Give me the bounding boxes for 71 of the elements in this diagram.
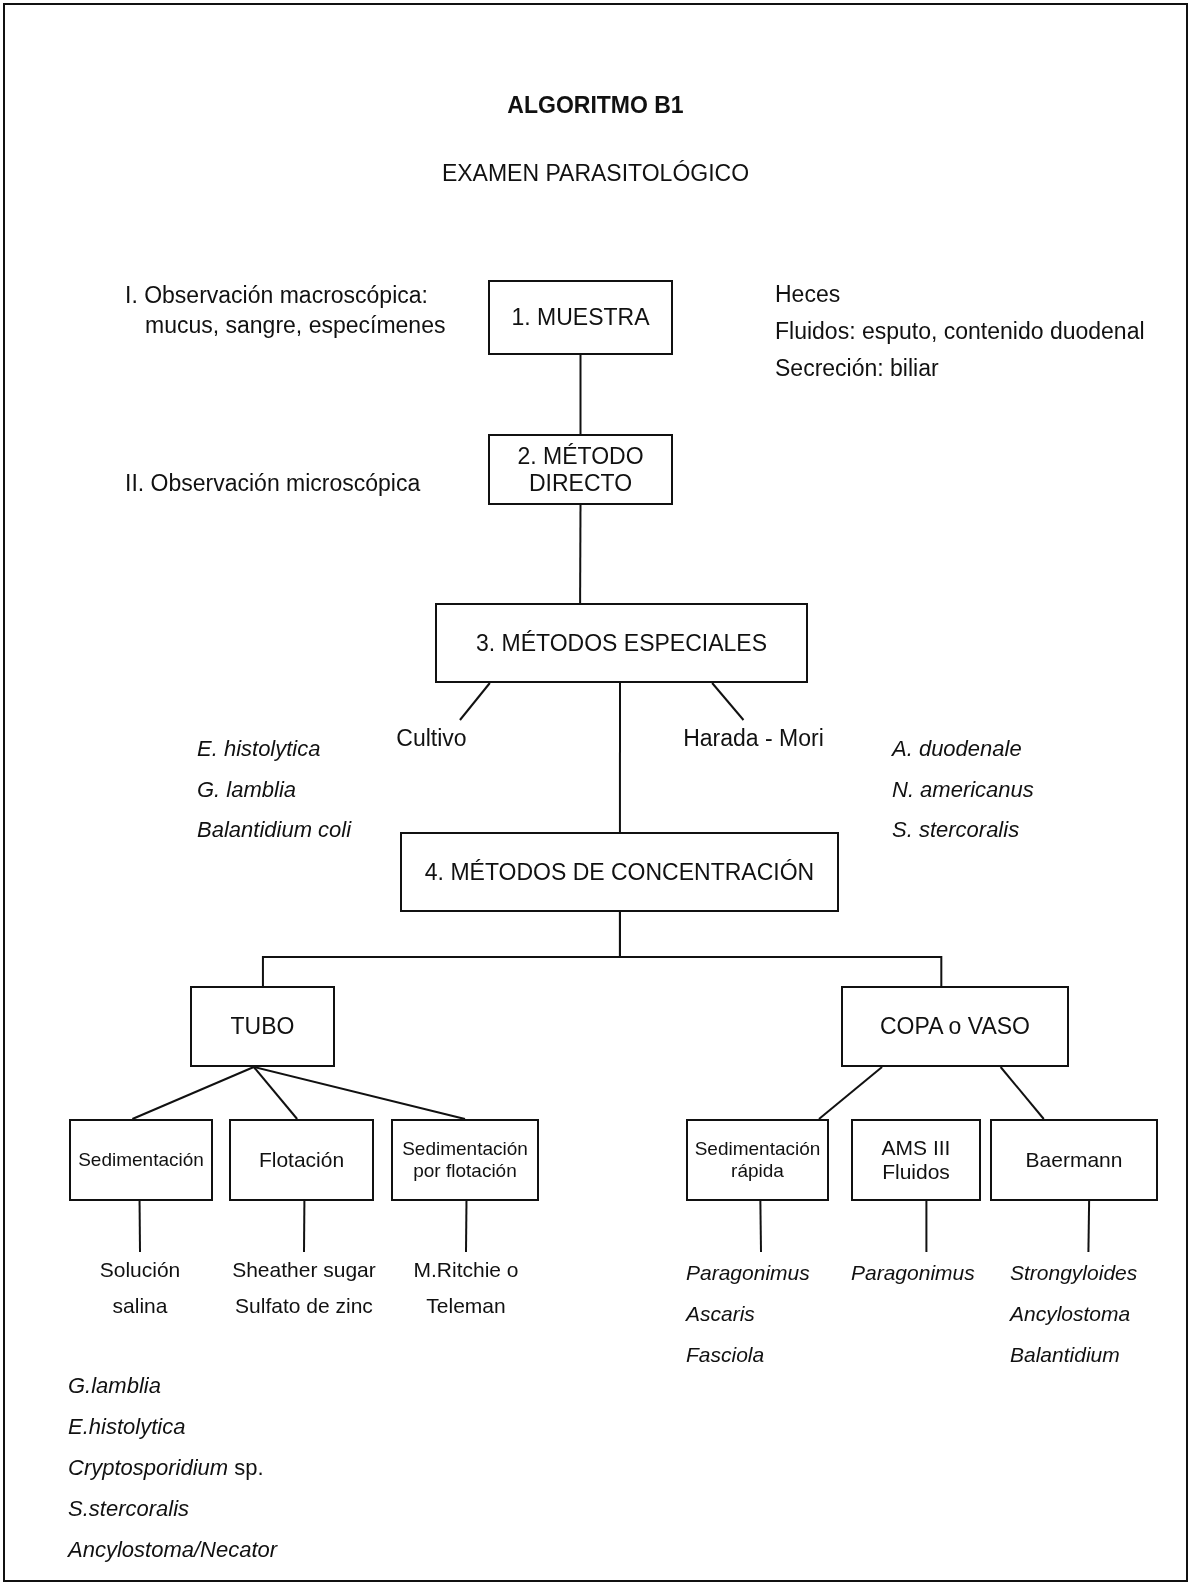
box-label: Sedimentación por flotación <box>401 1138 529 1182</box>
organism-name: S.stercoralis <box>68 1496 190 1523</box>
process-box <box>400 832 839 912</box>
method-label: M.Ritchie o Teleman <box>406 1252 526 1324</box>
organism-name: Ancylostoma/Necator <box>68 1537 278 1564</box>
connector-line <box>303 1200 306 1253</box>
organism-name: G.lamblia <box>68 1373 161 1400</box>
subtitle: EXAMEN PARASITOLÓGICO <box>440 160 751 188</box>
box-label: Sedimentación rápida <box>693 1138 822 1182</box>
organism-name: Paragonimus <box>686 1260 811 1286</box>
note-text: I. Observación macroscópica: mucus, sangre, especímenes <box>125 281 447 340</box>
organism-name: G. lamblia <box>197 777 297 804</box>
organism-name: Ascaris <box>686 1301 756 1327</box>
organism-name: Strongyloides <box>1010 1260 1139 1286</box>
box-label: COPA o VASO <box>880 1013 1030 1040</box>
connector-line <box>465 1200 468 1253</box>
note-text: II. Observación microscópica <box>125 470 421 498</box>
organism-name: Cryptosporidium sp. <box>68 1455 264 1482</box>
box-label: 2. MÉTODO DIRECTO <box>516 443 645 496</box>
note-text: Secreción: biliar <box>775 355 939 383</box>
organism-name: Balantidium <box>1010 1342 1121 1368</box>
box-label: Baermann <box>1025 1147 1123 1173</box>
box-label: 1. MUESTRA <box>511 304 650 331</box>
connector-line <box>252 1066 299 1120</box>
connector-line <box>999 1066 1045 1120</box>
connector-line <box>818 1066 884 1120</box>
box-label: 3. MÉTODOS ESPECIALES <box>476 629 767 657</box>
connector-line <box>618 911 943 987</box>
process-box <box>990 1119 1158 1201</box>
connector-line <box>925 1200 928 1253</box>
box-label: AMS III Fluidos <box>880 1135 952 1185</box>
connector-line <box>1087 1200 1091 1253</box>
method-label: Sheather sugar <box>231 1257 377 1283</box>
box-label: 4. MÉTODOS DE CONCENTRACIÓN <box>424 858 815 886</box>
box-label: TUBO <box>230 1013 295 1040</box>
organism-name: Paragonimus <box>851 1260 976 1286</box>
diagram-title: ALGORITMO B1 <box>506 92 685 120</box>
organism-name: E.histolytica <box>68 1414 186 1441</box>
organism-name: A. duodenale <box>892 736 1022 763</box>
process-box <box>391 1119 539 1201</box>
method-label: Solución salina <box>80 1252 200 1324</box>
box-label: Flotación <box>258 1147 345 1173</box>
connector-line <box>759 1200 762 1253</box>
connector-line <box>579 354 582 435</box>
method-label: Sulfato de zinc <box>234 1293 374 1319</box>
organism-name: Fasciola <box>686 1342 766 1368</box>
organism-name: Balantidium coli <box>197 817 352 844</box>
process-box <box>488 280 673 355</box>
connector-line <box>618 682 621 833</box>
organism-name: Ancylostoma <box>1010 1301 1132 1327</box>
process-box <box>190 986 335 1067</box>
process-box <box>841 986 1069 1067</box>
connector-line <box>579 504 582 604</box>
process-box <box>851 1119 981 1201</box>
box-label: Sedimentación <box>78 1149 204 1171</box>
connector-line <box>458 682 491 721</box>
connector-line <box>138 1200 141 1253</box>
note-text: Fluidos: esputo, contenido duodenal <box>775 318 1145 346</box>
organism-name: S. stercoralis <box>892 817 1020 844</box>
connector-line <box>131 1066 255 1120</box>
process-box <box>435 603 808 683</box>
process-box <box>69 1119 213 1201</box>
organism-name: N. americanus <box>892 777 1034 804</box>
note-text: Heces <box>775 281 841 309</box>
method-label: Harada - Mori <box>682 720 825 756</box>
process-box <box>488 434 673 505</box>
connector-line <box>711 682 745 721</box>
process-box <box>229 1119 374 1201</box>
method-label: Cultivo <box>395 720 468 756</box>
organism-name: E. histolytica <box>197 736 321 763</box>
process-box <box>686 1119 829 1201</box>
